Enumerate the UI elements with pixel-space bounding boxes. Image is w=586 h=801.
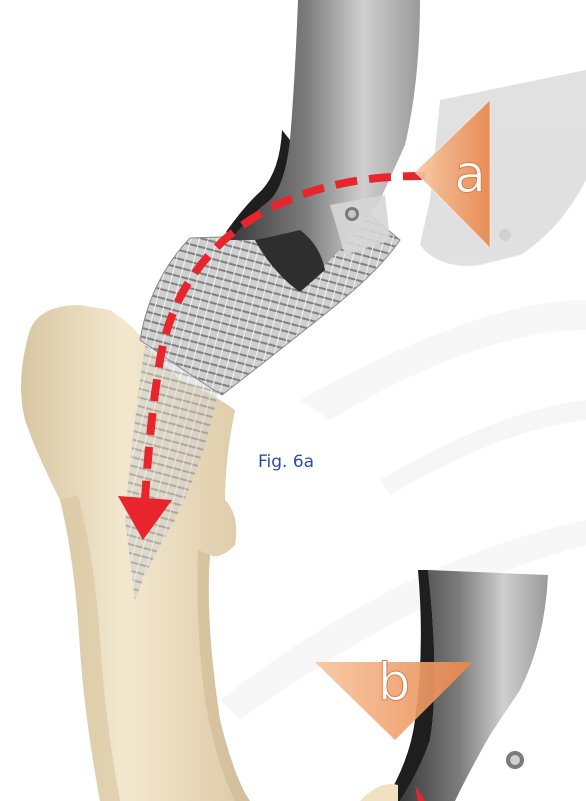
marker-b-label: b xyxy=(377,653,410,713)
figure-caption: Fig. 6a xyxy=(258,452,314,472)
marker-a-label: a xyxy=(454,145,486,205)
